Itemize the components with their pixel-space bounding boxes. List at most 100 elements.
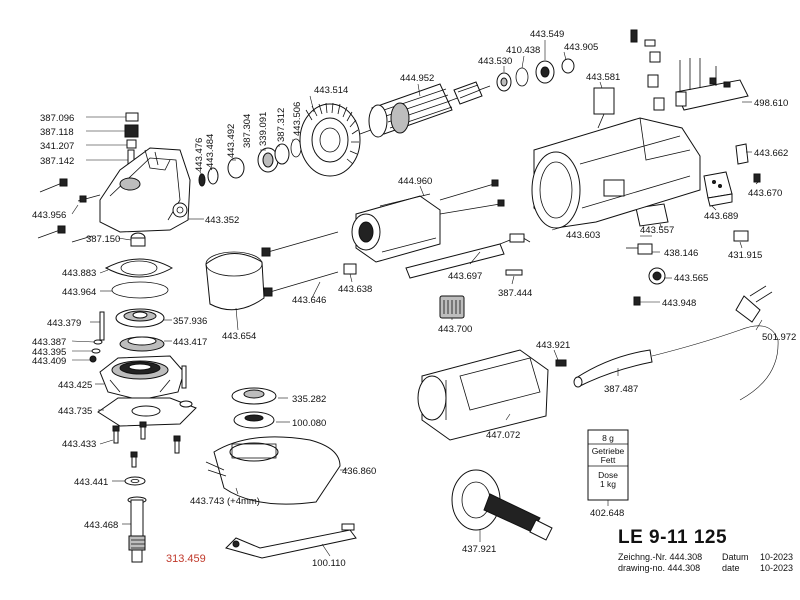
- label-443379: 443.379: [47, 318, 81, 329]
- plate-443735: [97, 397, 197, 427]
- label-387118: 387.118: [40, 127, 74, 138]
- label-443395: 443.395: [32, 347, 66, 358]
- jar-weight: 8 g: [602, 433, 614, 443]
- jar-line2: Fett: [601, 455, 616, 465]
- part-labels: 387.096 387.118 341.207 387.142 443.956 …: [32, 29, 796, 569]
- bearing-357936: [115, 308, 165, 328]
- label-443581: 443.581: [586, 72, 620, 83]
- label-443557: 443.557: [640, 225, 674, 236]
- spring-387118: [124, 124, 139, 138]
- label-443514: 443.514: [314, 85, 348, 96]
- label-443956: 443.956: [32, 210, 66, 221]
- jar-line3: Dose: [598, 470, 618, 480]
- ring-410438: [515, 67, 529, 87]
- part-443638: [343, 263, 357, 275]
- label-443549: 443.549: [530, 29, 564, 40]
- label-498610: 498.610: [754, 98, 788, 109]
- label-443603: 443.603: [566, 230, 600, 241]
- model-title: LE 9-11 125: [618, 527, 728, 548]
- label-357936: 357.936: [173, 316, 207, 327]
- label-438146: 438.146: [664, 248, 698, 259]
- bearing-443549: [535, 60, 555, 84]
- cable-right: [439, 183, 495, 201]
- part-438146: [626, 243, 653, 255]
- wrench-100110: [225, 523, 357, 559]
- label-443506: 443.506: [292, 102, 303, 136]
- label-444960: 444.960: [398, 176, 432, 187]
- label-431915: 431.915: [728, 250, 762, 261]
- en-number: 444.308: [667, 563, 701, 573]
- sleeve-341207: [126, 139, 137, 149]
- armature-line-group: [198, 58, 575, 187]
- screw-443670: [753, 173, 761, 183]
- screw-443948: [633, 296, 641, 306]
- wheel-guard-436860: [205, 436, 341, 505]
- bearing-443530: [496, 72, 512, 92]
- label-436860: 436.860: [342, 466, 376, 477]
- bearing-flange-443425: [99, 355, 185, 401]
- gear-housing-443352: [99, 147, 191, 233]
- label-443425: 443.425: [58, 380, 92, 391]
- label-443492: 443.492: [226, 124, 237, 158]
- part-443557: [635, 203, 669, 227]
- label-443352: 443.352: [205, 215, 239, 226]
- washer-443387: [93, 339, 103, 345]
- label-443689: 443.689: [704, 211, 738, 222]
- de-date: 10-2023: [760, 552, 794, 562]
- label-387096: 387.096: [40, 113, 74, 124]
- screws-443646: [261, 231, 339, 297]
- label-387150: 387.150: [86, 234, 120, 245]
- label-443409: 443.409: [32, 356, 66, 367]
- spindle-443468: [127, 496, 147, 563]
- label-443921: 443.921: [536, 340, 570, 351]
- label-443441: 443.441: [74, 477, 108, 488]
- label-443387: 443.387: [32, 337, 66, 348]
- part-431915: [733, 230, 749, 242]
- small-screw-top: [630, 29, 638, 43]
- label-443964: 443.964: [62, 287, 96, 298]
- label-313459: 313.459: [166, 553, 206, 565]
- label-387444: 387.444: [498, 288, 532, 299]
- label-443646: 443.646: [292, 295, 326, 306]
- label-100110: 100.110: [312, 558, 346, 569]
- brush-holder-b: [653, 97, 665, 111]
- label-501972: 501.972: [762, 332, 796, 343]
- handle-437921: [451, 469, 553, 541]
- label-437921: 437.921: [462, 544, 496, 555]
- screws-443433: [112, 421, 181, 468]
- pin-right: [181, 365, 187, 389]
- handle-housing-447072: [417, 349, 549, 441]
- label-387487: 387.487: [604, 384, 638, 395]
- label-443697: 443.697: [448, 271, 482, 282]
- gear-head-group: [37, 112, 197, 563]
- label-402648: 402.648: [590, 508, 624, 519]
- jar-line4: 1 kg: [600, 479, 616, 489]
- fan-443514: [299, 102, 361, 177]
- cover-443654: [205, 251, 265, 311]
- en-date-label: date: [722, 563, 740, 573]
- label-444952: 444.952: [400, 73, 434, 84]
- pin-443379: [99, 311, 105, 341]
- label-443565: 443.565: [674, 273, 708, 284]
- oring-443964: [111, 281, 169, 299]
- leader-lines: [71, 40, 763, 557]
- gear-443417: [119, 336, 165, 352]
- label-443735: 443.735: [58, 406, 92, 417]
- washer-443395: [91, 348, 101, 354]
- screw-443921: [555, 359, 567, 367]
- motor-housing-443603: [531, 117, 701, 229]
- label-443948: 443.948: [662, 298, 696, 309]
- de-label: Zeichng.-Nr.: [618, 552, 668, 562]
- brush-443581: [593, 87, 615, 129]
- label-443883: 443.883: [62, 268, 96, 279]
- label-443654: 443.654: [222, 331, 256, 342]
- en-date: 10-2023: [760, 563, 794, 573]
- clamp-443565: [648, 267, 666, 285]
- gasket-443883: [104, 258, 174, 278]
- label-410438: 410.438: [506, 45, 540, 56]
- label-341207: 341.207: [40, 141, 74, 152]
- brush-holder-a: [647, 74, 659, 88]
